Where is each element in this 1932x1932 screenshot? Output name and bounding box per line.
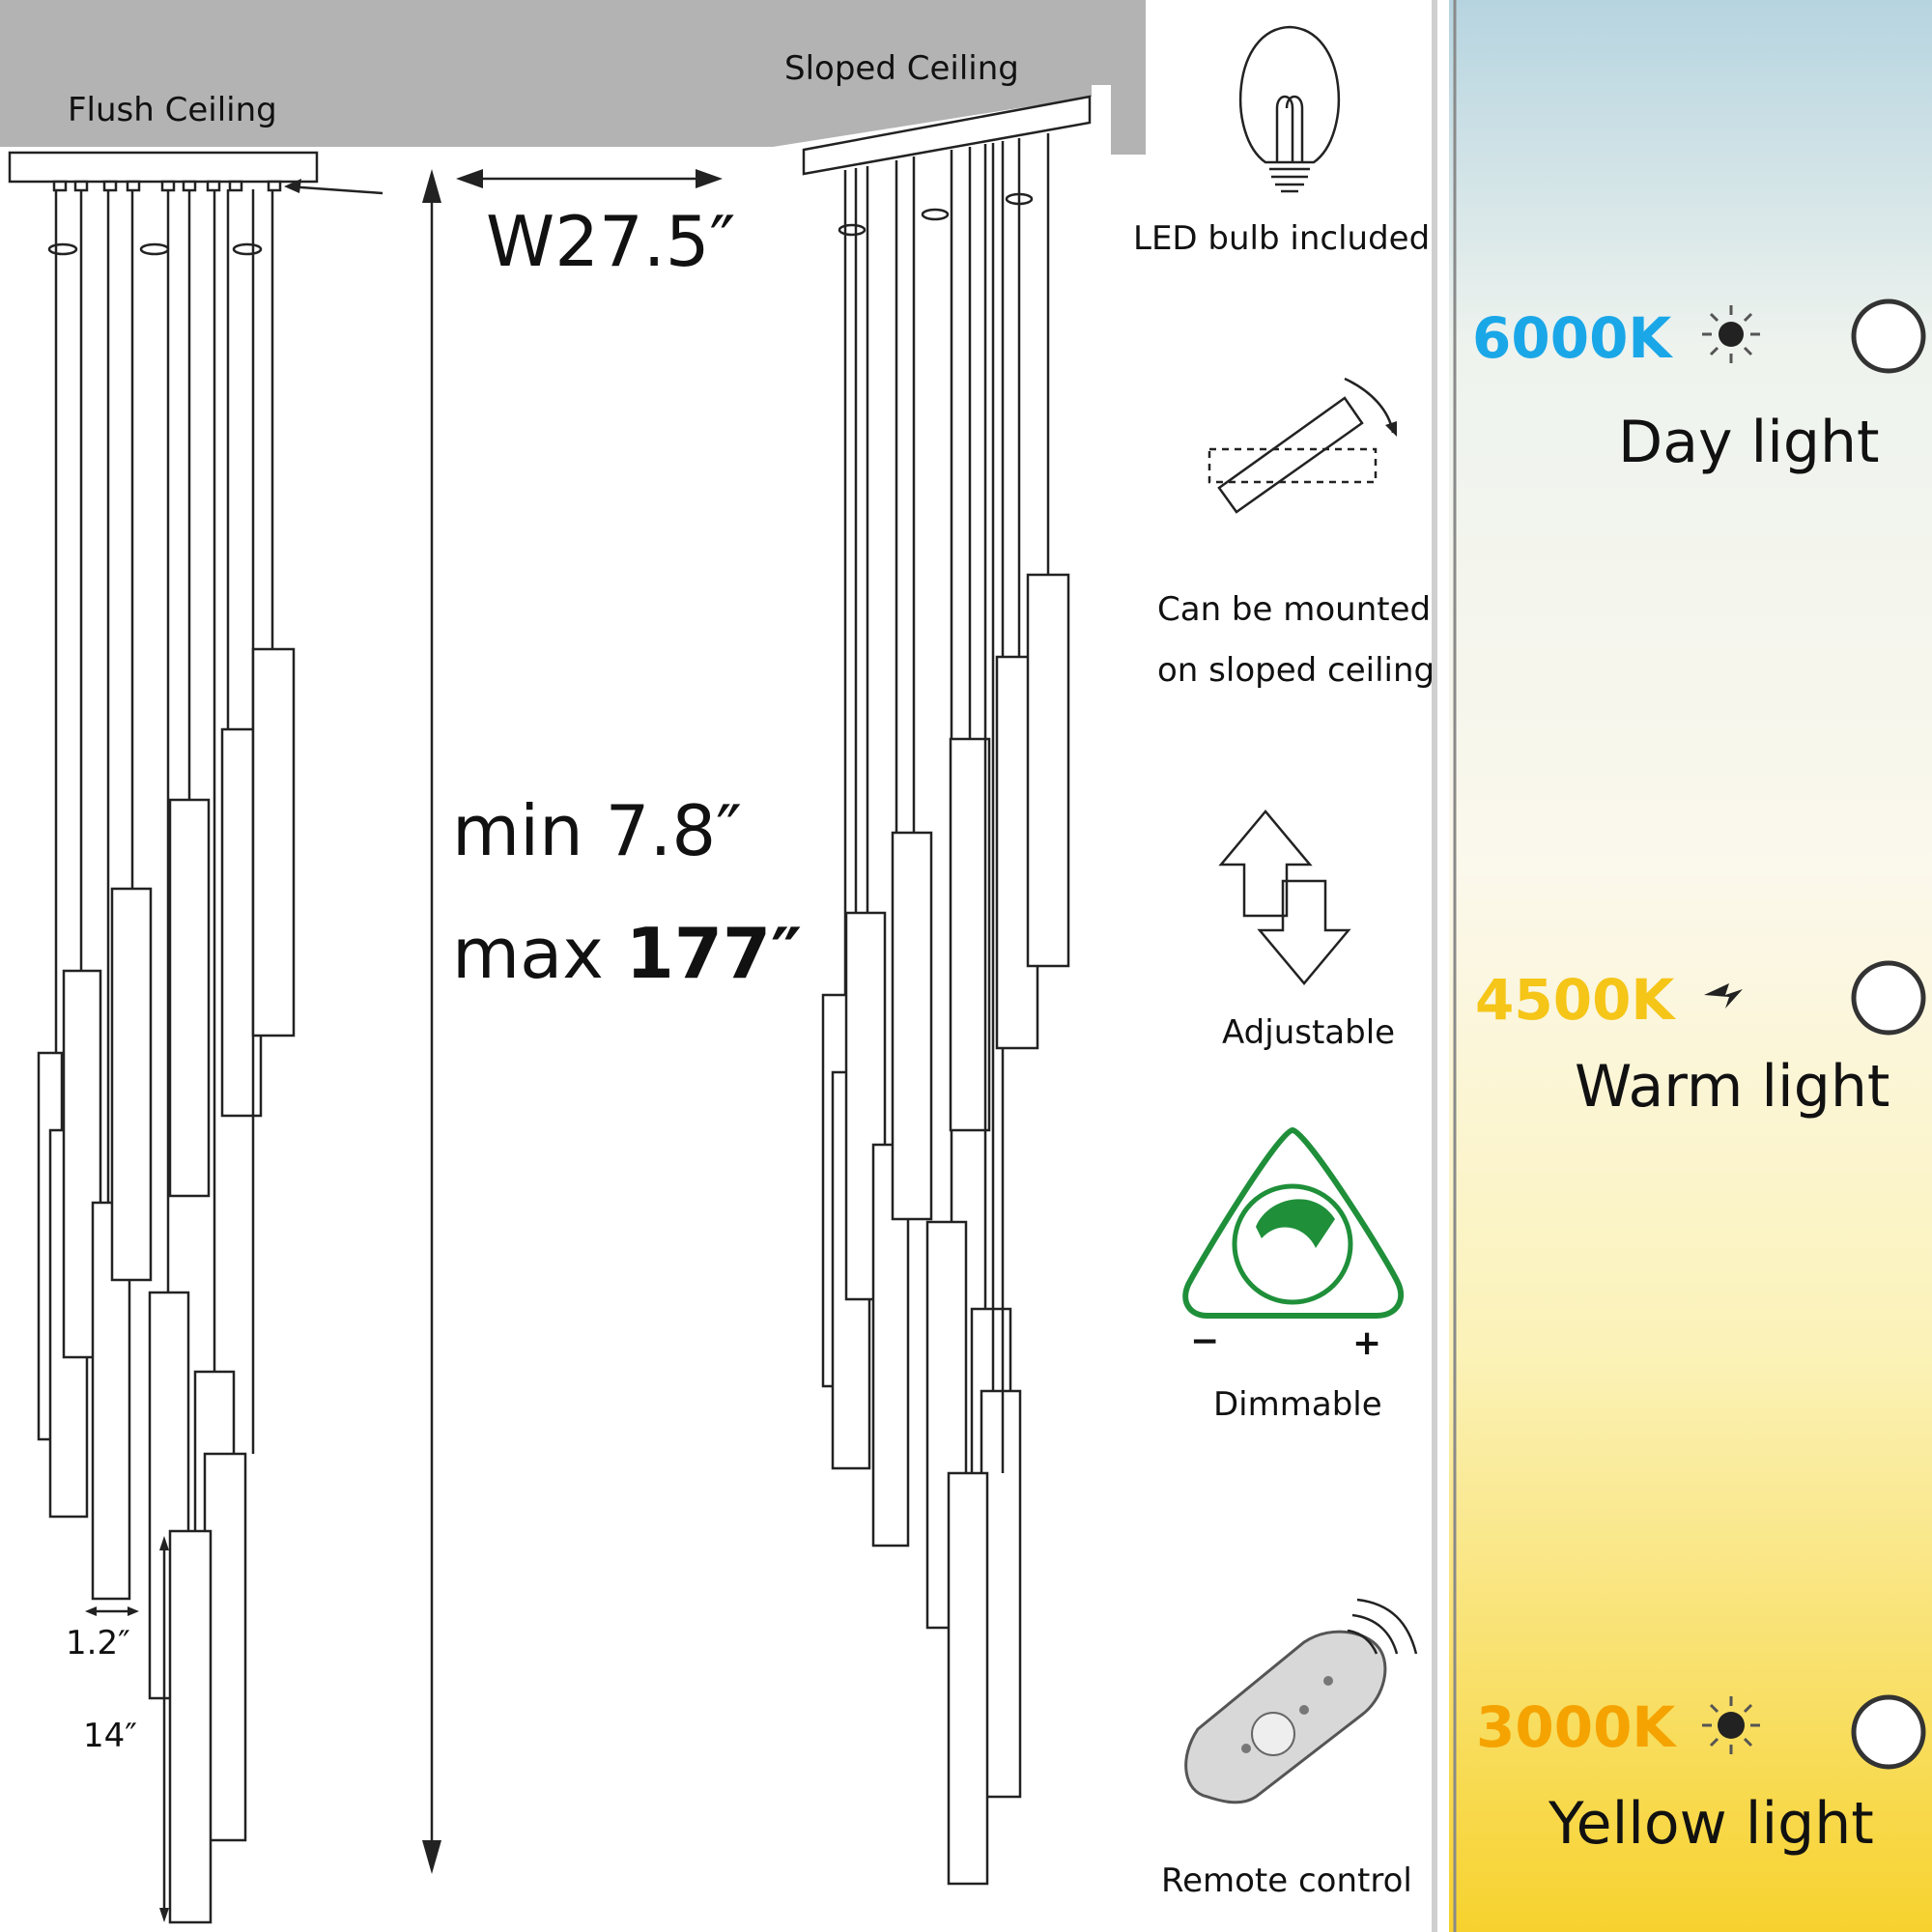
kelvin-3000: 3000K (1476, 1694, 1677, 1760)
light-name-warm: Warm light (1575, 1053, 1889, 1121)
tilt-mount-icon (1208, 377, 1397, 514)
tube-diameter-dimension (85, 1606, 139, 1616)
temp-row-3000k: 3000K Yellow light (1476, 1694, 1926, 1858)
remote-control-icon (1184, 1598, 1418, 1804)
canopy-pointer (287, 185, 384, 195)
light-bulb-icon (1238, 25, 1341, 193)
dimmer-minus: − (1190, 1321, 1219, 1361)
dimmer-icon: − + (1182, 1126, 1405, 1363)
temp-row-4500k: 4500K Warm light (1475, 960, 1926, 1121)
sun-icon (1702, 305, 1760, 363)
temp-row-6000k: 6000K Day light (1472, 298, 1926, 476)
max-prefix: max (452, 913, 626, 994)
flash-icon (1704, 983, 1743, 1009)
flush-ceiling-label: Flush Ceiling (68, 91, 277, 129)
tube-length-label: 14″ (83, 1717, 137, 1755)
feature-label-bulb: LED bulb included (1133, 219, 1430, 258)
warm-sun-icon (1702, 1696, 1760, 1754)
flush-pendants (37, 189, 296, 1924)
sloped-ceiling-label: Sloped Ceiling (784, 49, 1019, 88)
kelvin-4500: 4500K (1475, 967, 1676, 1033)
adjust-arrows-icon (1218, 810, 1351, 985)
temp-selector-4500k (1851, 960, 1926, 1036)
temp-selector-3000k (1851, 1694, 1926, 1770)
max-value: 177″ (626, 913, 802, 994)
height-dimension (422, 169, 441, 1874)
feature-label-sloped-line1: Can be mounted (1157, 590, 1431, 629)
dimmer-plus: + (1352, 1323, 1381, 1363)
min-height-label: min 7.8″ (452, 790, 742, 871)
feature-label-sloped-line2: on sloped ceiling (1157, 651, 1435, 690)
tube-length-dimension (159, 1536, 169, 1922)
tube-diameter-label: 1.2″ (66, 1624, 130, 1662)
flush-canopy-mounts (52, 180, 282, 192)
kelvin-6000: 6000K (1472, 305, 1673, 371)
feature-label-adjustable: Adjustable (1222, 1013, 1395, 1052)
temperature-gradient-panel (1449, 0, 1932, 1932)
sloped-pendants (821, 133, 1070, 1886)
width-dimension (456, 169, 723, 188)
sloped-canopy (802, 95, 1092, 176)
feature-label-dimmable: Dimmable (1213, 1385, 1382, 1424)
flush-canopy (8, 151, 319, 184)
ceiling-shape (0, 0, 1146, 155)
feature-label-remote: Remote control (1161, 1861, 1412, 1900)
temp-selector-6000k (1851, 298, 1926, 374)
width-label: W27.5″ (486, 201, 735, 282)
light-name-day: Day light (1618, 409, 1880, 476)
light-name-yellow: Yellow light (1548, 1790, 1874, 1858)
max-height-label: max 177″ (452, 913, 802, 994)
